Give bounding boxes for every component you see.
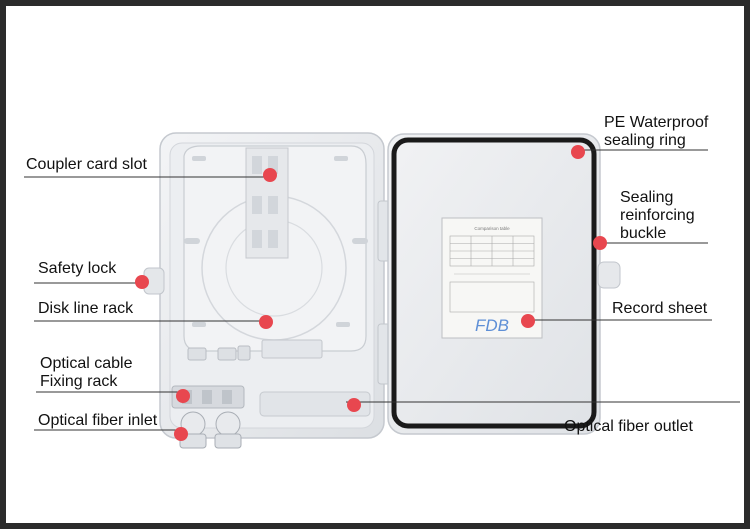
cable-fixing-clips xyxy=(187,339,323,361)
marker-waterproof-ring xyxy=(571,145,585,159)
svg-text:Comparison table: Comparison table xyxy=(474,226,510,231)
marker-fiber-inlet xyxy=(174,427,188,441)
cable-ports xyxy=(171,385,371,449)
leader-lines xyxy=(24,149,740,431)
label-optical-cable: Optical cable xyxy=(40,355,133,372)
marker-record-sheet xyxy=(521,314,535,328)
label-reinforcing: reinforcing xyxy=(620,207,695,224)
diagram-frame: Comparison table FDB xyxy=(6,6,744,523)
marker-coupler-card-slot xyxy=(263,168,277,182)
marker-disk-line-rack xyxy=(259,315,273,329)
label-optical-fiber-inlet: Optical fiber inlet xyxy=(38,412,158,429)
label-fixing-rack: Fixing rack xyxy=(40,373,118,390)
marker-safety-lock xyxy=(135,275,149,289)
distribution-box-illustration: Comparison table FDB xyxy=(24,132,740,449)
label-coupler-card-slot: Coupler card slot xyxy=(26,156,147,173)
label-disk-line-rack: Disk line rack xyxy=(38,300,134,317)
label-safety-lock: Safety lock xyxy=(38,260,117,277)
label-optical-fiber-outlet: Optical fiber outlet xyxy=(564,418,693,435)
label-sealing: Sealing xyxy=(620,189,674,206)
marker-dots xyxy=(135,145,607,441)
label-sealing-ring: sealing ring xyxy=(604,132,686,149)
marker-fiber-outlet xyxy=(347,398,361,412)
label-buckle: buckle xyxy=(620,225,667,242)
marker-sealing-buckle xyxy=(593,236,607,250)
marker-cable-fixing-rack xyxy=(176,389,190,403)
label-record-sheet: Record sheet xyxy=(612,300,708,317)
label-pe-waterproof: PE Waterproof xyxy=(604,114,709,131)
record-sheet-logo: FDB xyxy=(475,316,509,335)
